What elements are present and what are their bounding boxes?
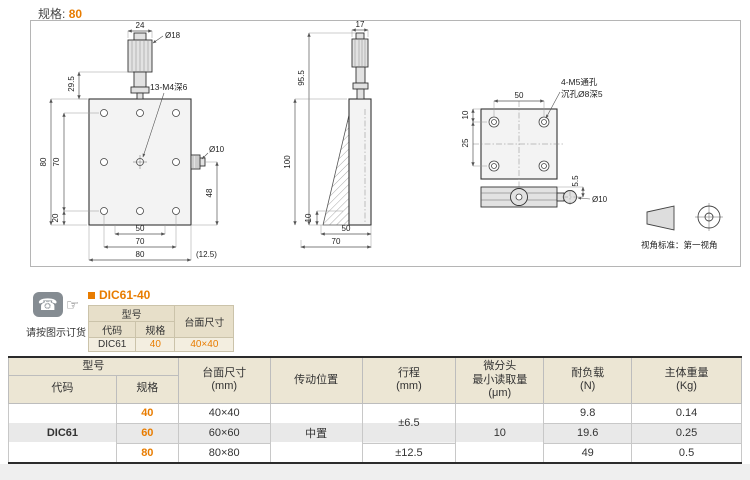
technical-drawing: 24 Ø18 13-M4深6 29.5 80 70 20 [30,20,741,267]
travel-value: ±6.5 [361,402,457,444]
min-reading-value: 10 [455,402,545,464]
table-row: DIC61 40 40×40 中置 ±6.5 10 9.8 0.14 [8,402,742,464]
col-header-model: 型号 [8,356,179,376]
order-header-size: 台面尺寸 [174,305,235,338]
spec-table: 型号 台面尺寸 (mm) 传动位置 行程 (mm) 微分头 最小读取量 (μm)… [8,356,742,464]
weight-value: 0.5 [631,442,742,464]
dim-label: 48 [205,188,214,197]
col-header-code: 代码 [8,374,117,404]
dim-label: 5.5 [571,175,580,187]
weight-value: 0.14 [631,402,742,424]
size-value: 80×80 [177,442,271,464]
order-header-spec: 规格 [135,321,176,338]
dim-label: Ø10 [592,195,608,204]
dim-label: 50 [342,224,351,233]
spec-value: 80 [115,442,179,464]
drawing-note: 4-M5通孔 [561,77,598,87]
spec-label: 规格: [38,7,66,21]
table-row: 80 80×80 ±12.5 49 0.5 [9,442,742,464]
dim-label: 20 [51,213,60,222]
dim-label: 80 [39,157,48,166]
col-header-spec: 规格 [115,374,179,404]
dim-label: 100 [283,155,292,169]
pointing-hand-icon: ☞ [65,296,80,314]
dim-label: 17 [356,21,365,29]
dim-label: 70 [136,237,145,246]
phone-icon: ☎ [32,292,63,317]
drawing-note: 13-M4深6 [150,82,188,92]
travel-value: ±12.5 [361,442,457,464]
col-header-size: 台面尺寸 (mm) [177,356,271,404]
view-standard-icon: 视角标准：第一视角 [641,203,723,250]
col-header-drive: 传动位置 [269,356,363,404]
dim-label: 10 [304,213,313,222]
dim-label: Ø10 [209,145,225,154]
order-example: DIC61-40 型号 台面尺寸 代码 规格 DIC61 40 40×40 [87,288,235,352]
dim-label: 10 [461,110,470,119]
order-row: DIC61 40 40×40 [87,337,235,352]
dim-label: 50 [136,224,145,233]
front-view: 24 Ø18 13-M4深6 29.5 80 70 20 [39,21,225,262]
technical-drawing-svg: 24 Ø18 13-M4深6 29.5 80 70 20 [39,20,723,262]
side-view: 17 95.5 100 10 50 70 [283,20,372,249]
load-value: 19.6 [543,422,633,444]
order-header-model: 型号 [87,305,176,322]
order-code-value: DIC61 [87,337,137,352]
dim-label: 95.5 [297,70,306,86]
order-header-code: 代码 [87,321,137,338]
size-value: 60×60 [177,422,271,444]
order-caption: 请按图示订货 [26,328,86,339]
load-value: 49 [543,442,633,464]
col-header-min-reading: 微分头 最小读取量 (μm) [455,356,545,404]
drive-value: 中置 [269,402,363,464]
spec-line: 规格: 80 [38,5,82,22]
dim-label: 24 [136,21,145,30]
dim-label: 70 [52,157,61,166]
drawing-note: 沉孔Ø8深5 [561,89,603,99]
size-value: 40×40 [177,402,271,424]
dim-label: 29.5 [67,76,76,92]
spec-value: 60 [115,422,179,444]
dim-label: Ø18 [165,31,181,40]
order-model-title: DIC61-40 [88,288,234,302]
order-size-value: 40×40 [174,337,235,352]
load-value: 9.8 [543,402,633,424]
bullet-icon [88,291,95,299]
order-spec-value: 40 [135,337,176,352]
order-table: 型号 台面尺寸 代码 规格 DIC61 40 40×40 [87,305,235,352]
dim-label: (12.5) [196,250,217,259]
dim-label: 70 [332,237,341,246]
order-model-title-text: DIC61-40 [99,288,151,302]
col-header-weight: 主体重量 (Kg) [631,356,742,404]
dim-label: 80 [136,250,145,259]
col-header-travel: 行程 (mm) [361,356,457,404]
col-header-load: 耐负载 (N) [543,356,633,404]
footer-strip [0,464,750,480]
spec-value: 80 [68,7,83,21]
dim-label: 50 [515,91,524,100]
view-standard-label: 视角标准：第一视角 [641,240,718,250]
spec-value: 40 [115,402,179,424]
rear-view: 50 4-M5通孔 沉孔Ø8深5 10 25 [461,77,608,208]
code-value: DIC61 [8,402,117,464]
dim-label: 25 [461,138,470,147]
weight-value: 0.25 [631,422,742,444]
order-hint: ☎ ☞ 请按图示订货 [26,292,86,339]
